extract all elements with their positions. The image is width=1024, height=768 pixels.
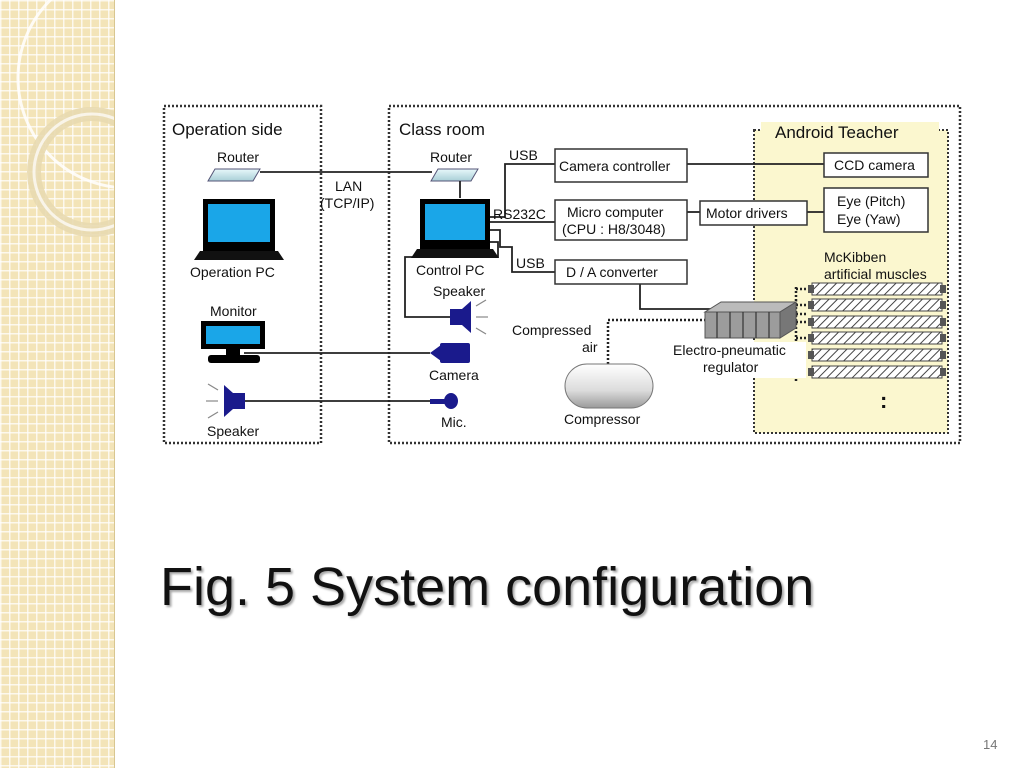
camera-icon — [430, 343, 470, 363]
da-converter-label: D / A converter — [566, 264, 658, 280]
operation-side-panel — [162, 104, 323, 445]
sidebar-divider — [114, 0, 115, 768]
operation-pc-laptop-icon — [194, 199, 284, 260]
camera-controller-box — [554, 148, 688, 183]
decorative-sidebar — [0, 0, 115, 768]
rs232c-label: RS232C — [493, 206, 546, 222]
micro-computer-label: Micro computer — [567, 204, 664, 220]
muscle-3-icon — [808, 315, 946, 329]
mckibben-label: McKibben — [824, 249, 886, 265]
operation-speaker-label: Speaker — [207, 423, 259, 439]
usb-label-2: USB — [516, 255, 545, 271]
monitor-icon — [201, 321, 265, 363]
muscle-6-icon — [808, 365, 946, 379]
operation-pc-label: Operation PC — [190, 264, 275, 280]
operation-router-label: Router — [217, 149, 259, 165]
eye-yaw-label: Eye (Yaw) — [837, 211, 901, 227]
ccd-camera-box — [823, 152, 929, 178]
micro-computer-cpu-label: (CPU : H8/3048) — [562, 221, 665, 237]
operation-side-title: Operation side — [172, 120, 283, 139]
ccd-camera-label: CCD camera — [834, 157, 915, 173]
muscle-1-icon — [808, 282, 946, 296]
motor-drivers-box — [699, 200, 808, 226]
regulator-icon — [703, 301, 798, 339]
connection-lines — [244, 163, 824, 402]
decorative-circles — [16, 0, 115, 237]
artificial-muscles-label: artificial muscles — [824, 266, 927, 282]
lan-label: LAN — [335, 178, 362, 194]
figure-caption: Fig. 5 System configuration — [160, 557, 815, 617]
android-teacher-panel — [753, 129, 949, 434]
muscle-5-icon — [808, 348, 946, 362]
camera-label: Camera — [429, 367, 479, 383]
compressor-label: Compressor — [564, 411, 641, 427]
operation-speaker-icon — [206, 383, 245, 419]
classroom-router-label: Router — [430, 149, 472, 165]
eye-pitch-label: Eye (Pitch) — [837, 193, 905, 209]
classroom-speaker-icon — [450, 299, 488, 335]
motor-drivers-label: Motor drivers — [706, 205, 788, 221]
camera-controller-label: Camera controller — [559, 158, 671, 174]
micro-computer-box — [554, 199, 688, 241]
page-number: 14 — [983, 737, 998, 752]
system-diagram: Operation side Class room Android Teache… — [162, 104, 962, 445]
muscle-4-icon — [808, 331, 946, 345]
control-pc-laptop-icon — [411, 199, 499, 258]
compressed-air-unit-label: air — [582, 339, 598, 355]
mic-icon — [430, 393, 458, 409]
classroom-router-icon — [430, 168, 479, 182]
regulator-label: Electro-pneumatic — [673, 342, 786, 358]
control-pc-label: Control PC — [416, 262, 484, 278]
class-room-title: Class room — [399, 120, 485, 139]
classroom-speaker-label: Speaker — [433, 283, 485, 299]
compressor-icon — [564, 363, 654, 409]
usb-label-1: USB — [509, 147, 538, 163]
monitor-label: Monitor — [210, 303, 257, 319]
android-teacher-title: Android Teacher — [775, 123, 899, 142]
mic-label: Mic. — [441, 414, 467, 430]
regulator-sub-label: regulator — [703, 359, 759, 375]
muscle-2-icon — [808, 298, 946, 312]
more-muscles-ellipsis: : — [880, 388, 887, 413]
da-converter-box — [554, 259, 688, 285]
eye-box — [823, 187, 929, 233]
operation-router-icon — [207, 168, 261, 182]
compressed-air-label: Compressed — [512, 322, 591, 338]
lan-protocol-label: (TCP/IP) — [320, 195, 374, 211]
